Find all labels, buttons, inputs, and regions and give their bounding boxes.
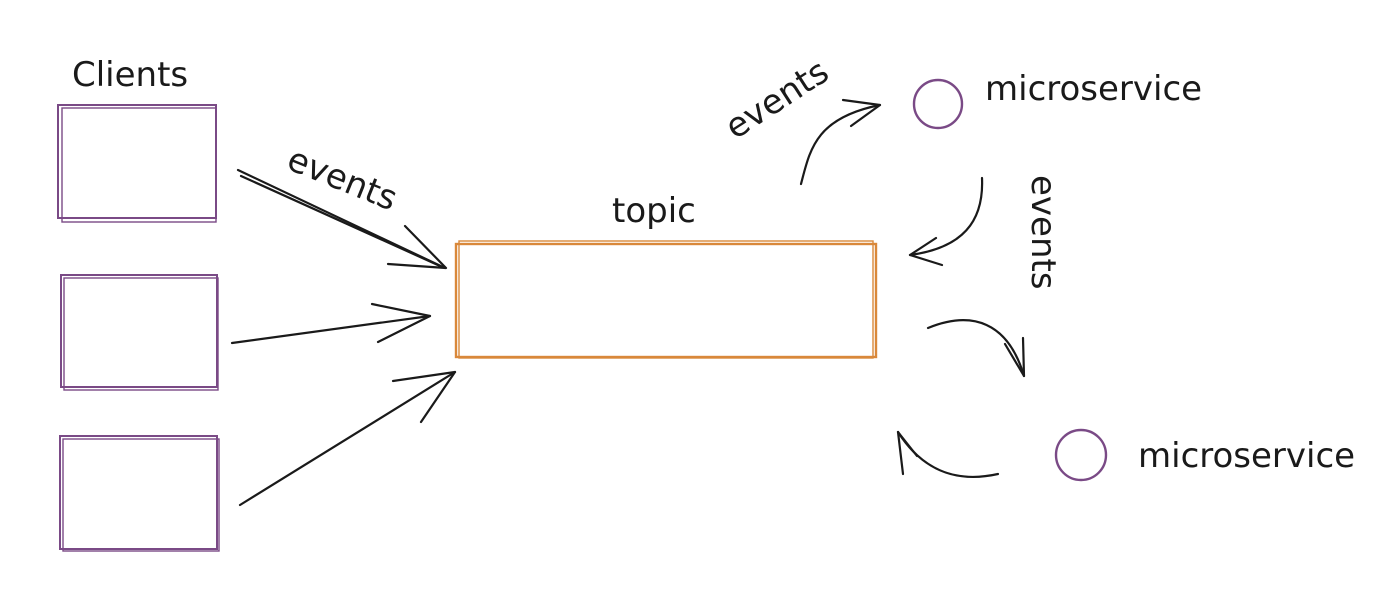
service2-to-topic-arrow <box>896 430 1000 478</box>
topic-to-service1-arrow <box>799 98 882 186</box>
microservice-2-label: microservice <box>1138 436 1355 476</box>
topic-label: topic <box>612 191 696 231</box>
client-1-arrow <box>236 168 448 270</box>
client-2-arrow <box>230 302 432 345</box>
client-box-2 <box>60 274 219 391</box>
topic-to-service2-arrow <box>926 319 1026 378</box>
microservice-1-node <box>912 78 964 130</box>
service1-return-events-label: events <box>1023 175 1063 290</box>
service1-events-label: events <box>718 52 836 148</box>
microservice-2-node <box>1054 428 1108 482</box>
client-3-arrow <box>238 370 457 507</box>
topic-box <box>454 240 878 359</box>
service1-to-topic-arrow <box>908 176 984 267</box>
microservice-1-label: microservice <box>985 69 1202 109</box>
client-box-1 <box>57 104 217 223</box>
clients-label: Clients <box>72 55 188 95</box>
client-box-3 <box>59 435 220 552</box>
client-events-label: events <box>282 139 403 219</box>
